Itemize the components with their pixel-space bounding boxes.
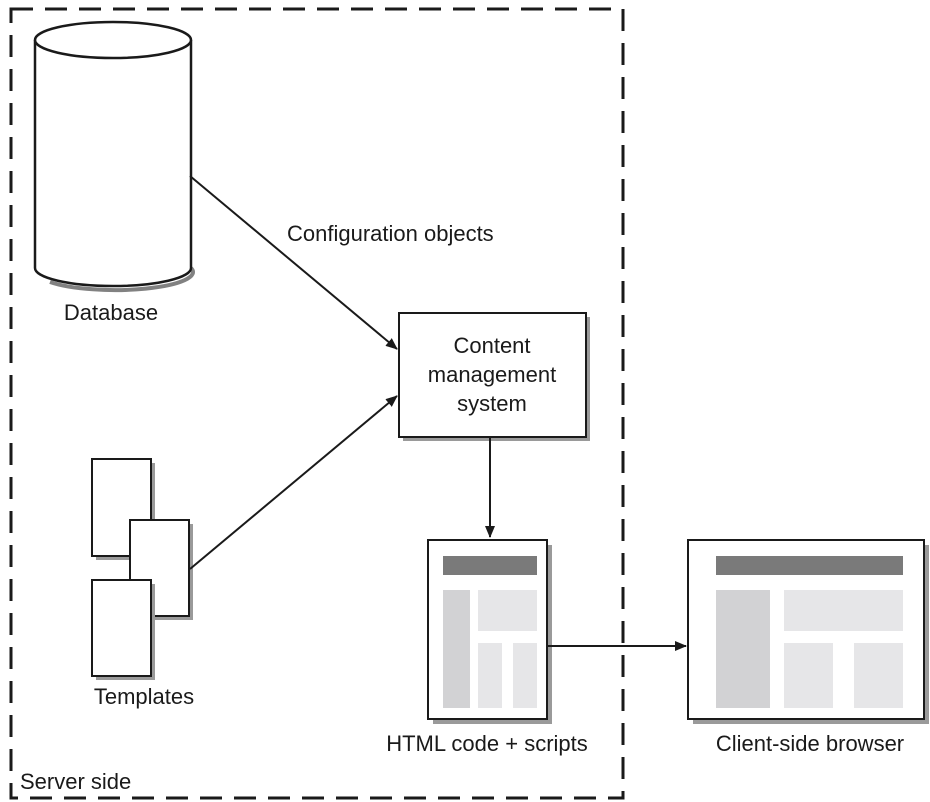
templates-label: Templates (94, 684, 194, 709)
cms-label-line-1: Content (453, 333, 530, 358)
arrow-database-to-cms (189, 175, 398, 350)
database-label: Database (64, 300, 158, 325)
cms-label-line-2: management (428, 362, 556, 387)
cms-box (398, 312, 590, 441)
html-code-label: HTML code + scripts (386, 731, 588, 756)
arrow-templates-to-cms (189, 395, 398, 570)
html-code-page-icon (427, 539, 552, 724)
browser-label: Client-side browser (716, 731, 904, 756)
database-icon (33, 20, 195, 293)
browser-window-icon (687, 539, 929, 724)
server-side-label: Server side (20, 769, 131, 794)
cms-label-line-3: system (457, 391, 527, 416)
server-side-boundary (9, 7, 625, 800)
edge-label-configuration-objects: Configuration objects (287, 221, 494, 246)
templates-icon (91, 458, 193, 680)
